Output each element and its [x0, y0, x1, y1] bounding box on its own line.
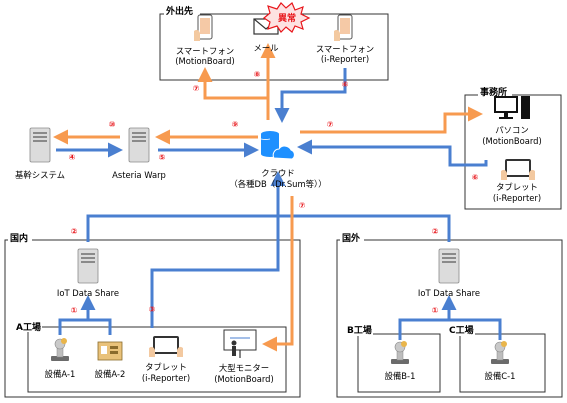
step-number: ④ — [69, 153, 76, 162]
step-number: ⑥ — [472, 173, 479, 182]
mail-label: メール — [253, 43, 278, 53]
phone-ir-label: スマートフォン — [316, 44, 374, 54]
step-number: ⑦ — [193, 84, 200, 93]
step-number: ⑤ — [159, 153, 166, 162]
factory-c-label: C工場 — [449, 324, 474, 336]
robot-arm-icon — [50, 337, 70, 362]
alert-badge: 異常 — [278, 12, 296, 24]
link-cloud-to-pc — [300, 106, 483, 134]
server-icon — [77, 248, 99, 284]
step-number: ⑩ — [109, 120, 116, 129]
link-cloud-to-phone-mb — [197, 67, 270, 120]
monitor-label: 大型モニター — [219, 363, 269, 373]
pc-label: パソコン — [495, 125, 529, 135]
phone-mb-sub: (MotionBoard) — [175, 56, 235, 66]
step-number: ⑥ — [342, 80, 349, 89]
factory-a-label: A工場 — [16, 321, 41, 333]
cloud-db-icon — [260, 131, 295, 160]
iot-domestic-label: IoT Data Share — [57, 288, 119, 298]
factory-a-frame — [27, 326, 287, 393]
domestic-group-frame — [4, 239, 301, 398]
link-iot-overseas-to-cloud — [278, 214, 451, 242]
robot-arm-icon — [390, 340, 410, 365]
equip-a2-label: 設備A-2 — [95, 369, 126, 379]
phone-icon — [194, 14, 213, 41]
step-number: ⑨ — [232, 120, 239, 129]
factory-tablet-label: タブレット — [145, 362, 187, 372]
domestic-group-label: 国内 — [10, 232, 28, 244]
server-icon — [438, 248, 460, 284]
phone-ir-sub: (i-Reporter) — [321, 54, 369, 64]
large-monitor-icon — [223, 329, 257, 358]
core-system-label: 基幹システム — [15, 170, 65, 180]
office-group-frame — [464, 94, 562, 210]
step-number: ③ — [149, 305, 156, 314]
robot-arm-icon — [490, 340, 510, 365]
server-icon — [128, 127, 150, 163]
pc-icon — [494, 96, 530, 119]
tablet-icon — [149, 336, 183, 357]
outside-group-label: 外出先 — [165, 5, 193, 17]
iot-overseas-label: IoT Data Share — [418, 288, 480, 298]
link-phone-ir-to-cloud — [274, 68, 347, 123]
factory-tablet-sub: (i-Reporter) — [142, 373, 190, 383]
equip-b1-label: 設備B-1 — [385, 371, 416, 381]
monitor-sub: (MotionBoard) — [214, 374, 274, 384]
machine-icon — [97, 341, 123, 361]
step-number: ⑧ — [254, 70, 261, 79]
phone-icon — [334, 14, 353, 41]
factory-c-frame — [459, 333, 546, 393]
overseas-group-label: 国外 — [342, 232, 360, 244]
link-iot-domestic-to-cloud — [86, 171, 286, 242]
step-number: ② — [71, 227, 78, 236]
link-tablet-to-cloud — [150, 216, 280, 328]
factory-b-label: B工場 — [347, 324, 372, 336]
equip-c1-label: 設備C-1 — [485, 371, 516, 381]
step-number: ① — [71, 306, 78, 315]
cloud-sub: （各種DB（Dr.Sum等）） — [229, 179, 326, 189]
alert-burst-icon — [262, 2, 311, 33]
server-icon — [29, 127, 51, 163]
pc-sub: (MotionBoard) — [482, 136, 542, 146]
equip-a1-label: 設備A-1 — [45, 369, 76, 379]
link-cloud-to-monitor — [262, 196, 294, 352]
phone-mb-label: スマートフォン — [176, 46, 234, 56]
link-equip-a-to-iot — [58, 318, 112, 335]
link-office-tablet-to-cloud — [297, 139, 488, 167]
asteria-label: Asteria Warp — [112, 170, 166, 180]
cloud-label: クラウド — [261, 168, 295, 178]
step-number: ⑦ — [327, 120, 334, 129]
step-number: ⑦ — [299, 201, 306, 210]
office-tablet-sub: (i-Reporter) — [493, 193, 541, 203]
step-number: ① — [432, 306, 439, 315]
office-group-label: 事務所 — [480, 86, 507, 98]
tablet-icon — [501, 159, 535, 180]
step-number: ② — [432, 227, 439, 236]
office-tablet-label: タブレット — [496, 182, 538, 192]
